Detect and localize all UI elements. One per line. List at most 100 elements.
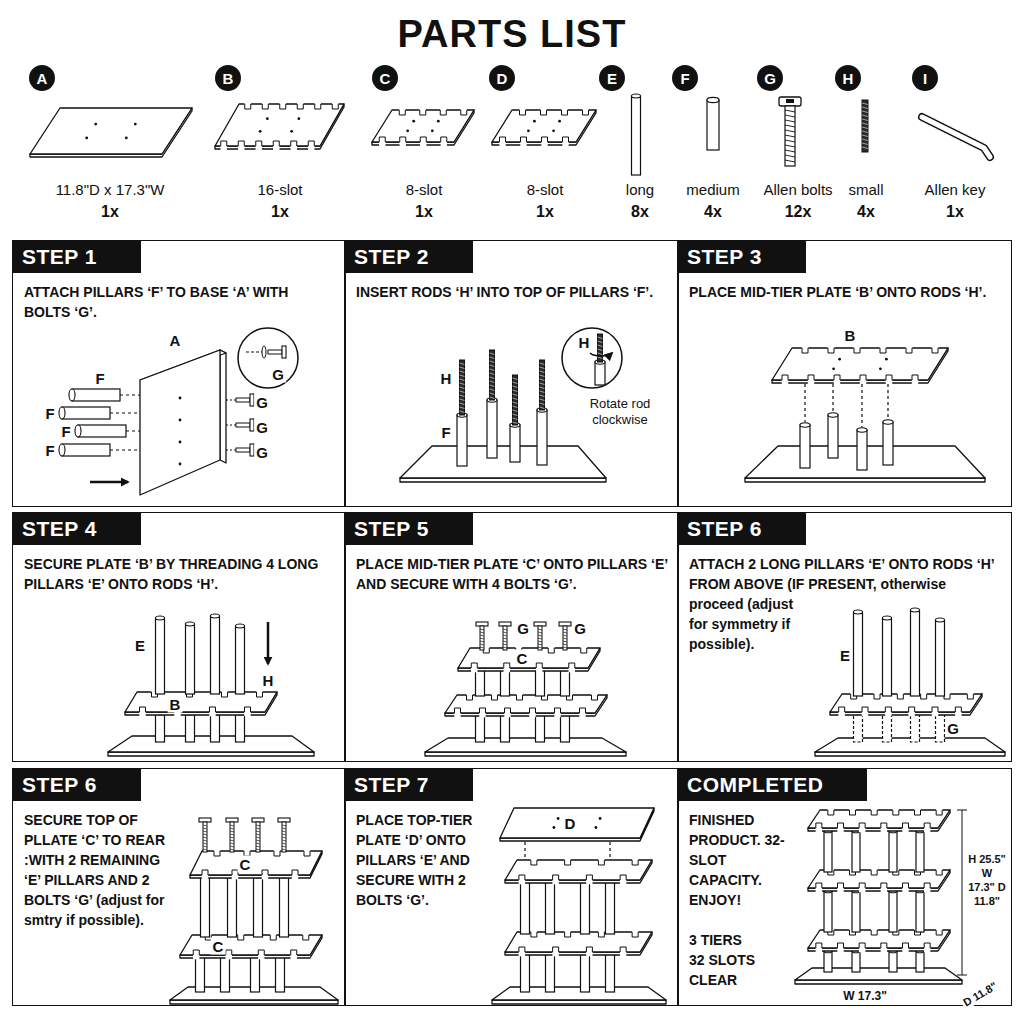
slotted-plate xyxy=(500,808,654,841)
step-heading: STEP 6 xyxy=(678,513,806,545)
page-title: PARTS LIST xyxy=(0,12,1024,56)
slot-cutout xyxy=(256,141,262,146)
slotted-plate xyxy=(458,648,600,671)
callout-letter: F xyxy=(439,424,452,441)
slotted-plate xyxy=(808,930,950,951)
thread-mark xyxy=(540,379,545,381)
pillar xyxy=(457,415,467,466)
slot-cutout xyxy=(816,943,822,948)
pillar xyxy=(196,955,205,992)
slot-cutout xyxy=(924,823,930,828)
slot-cutout xyxy=(245,104,251,109)
thread-mark xyxy=(490,385,495,387)
hole-dot xyxy=(259,130,262,133)
thread-mark xyxy=(490,357,495,359)
thread-mark xyxy=(538,629,542,630)
slot-cutout xyxy=(915,810,921,815)
bolt-head xyxy=(282,346,286,358)
hole-dot xyxy=(557,817,560,820)
pillar xyxy=(251,955,260,992)
slot-cutout xyxy=(598,860,604,865)
thread-mark xyxy=(460,383,465,385)
thread-mark xyxy=(460,407,465,409)
guide-line xyxy=(110,449,140,450)
thread-mark xyxy=(230,846,234,847)
pillar xyxy=(487,400,497,458)
thread-mark xyxy=(785,155,795,157)
slotted-plate xyxy=(492,110,596,142)
slot-cutout xyxy=(420,137,426,142)
pillar-top xyxy=(936,618,945,622)
slot-cutout xyxy=(955,707,961,712)
direction-arrow xyxy=(90,481,128,484)
hole-dot xyxy=(125,137,128,140)
callout-letter: C xyxy=(238,856,253,873)
thread-mark xyxy=(256,837,260,838)
thread-mark xyxy=(230,837,234,838)
part-quantity: 12x xyxy=(783,202,814,221)
part-quantity: 1x xyxy=(413,202,435,221)
slot-cutout xyxy=(520,110,526,115)
slotted-plate xyxy=(125,692,277,715)
thread-mark xyxy=(203,846,207,847)
hole-dot xyxy=(297,117,300,120)
step-instruction: ATTACH PILLARS ‘F’ TO BASE ‘A’ WITH BOLT… xyxy=(24,284,288,320)
pillar-end xyxy=(69,389,75,401)
slotted-plate xyxy=(808,870,950,888)
thread-mark xyxy=(563,647,567,648)
callout-letter: H xyxy=(439,370,454,387)
slot-cutout xyxy=(897,694,903,699)
slot-cutout xyxy=(620,947,626,952)
slotted-plate xyxy=(808,810,950,831)
pillar xyxy=(276,955,285,992)
pillar xyxy=(546,952,555,992)
callout-letter: F xyxy=(93,370,106,387)
slot-cutout xyxy=(492,695,498,700)
part-letter: I xyxy=(923,71,927,86)
pillar xyxy=(916,951,924,972)
thread-mark xyxy=(282,843,286,844)
thread-mark xyxy=(480,635,484,636)
pillar xyxy=(537,410,547,465)
pillar xyxy=(828,415,838,458)
slotted-plate xyxy=(180,935,322,958)
slot-cutout xyxy=(936,870,942,875)
pillar xyxy=(852,891,860,932)
thread-mark xyxy=(503,647,507,648)
thread-mark xyxy=(282,837,286,838)
base-plate xyxy=(30,108,192,157)
pillar xyxy=(72,389,120,401)
slot-cutout xyxy=(400,137,406,142)
thread-mark xyxy=(785,135,795,137)
pillar xyxy=(581,880,590,934)
hole-dot xyxy=(533,120,536,123)
thread-mark xyxy=(513,394,518,396)
thread-mark xyxy=(230,834,234,835)
pillar-top xyxy=(211,614,220,618)
pillar xyxy=(156,618,165,694)
thread-mark xyxy=(503,638,507,639)
slot-cutout xyxy=(967,694,973,699)
pillar-top xyxy=(854,610,863,614)
slot-cutout xyxy=(871,930,877,935)
pillar xyxy=(561,668,570,696)
slot-cutout xyxy=(553,875,559,880)
callout-letter: G xyxy=(270,366,286,383)
note-text: Rotate rod clockwise xyxy=(572,396,668,428)
pillar xyxy=(916,891,924,932)
pillar xyxy=(280,876,289,937)
callout-letter: F xyxy=(43,442,56,459)
base-plate xyxy=(30,108,192,154)
slot-cutout xyxy=(569,663,575,668)
part-quantity: 8x xyxy=(629,202,651,221)
callout-letter: G xyxy=(945,720,961,737)
thread-mark xyxy=(503,629,507,630)
pillar-top xyxy=(707,97,719,102)
thread-mark xyxy=(540,407,545,409)
thread-mark xyxy=(513,402,518,404)
thread-mark xyxy=(503,641,507,642)
slot-cutout xyxy=(530,708,536,713)
slot-cutout xyxy=(531,860,537,865)
pillar xyxy=(156,713,165,742)
